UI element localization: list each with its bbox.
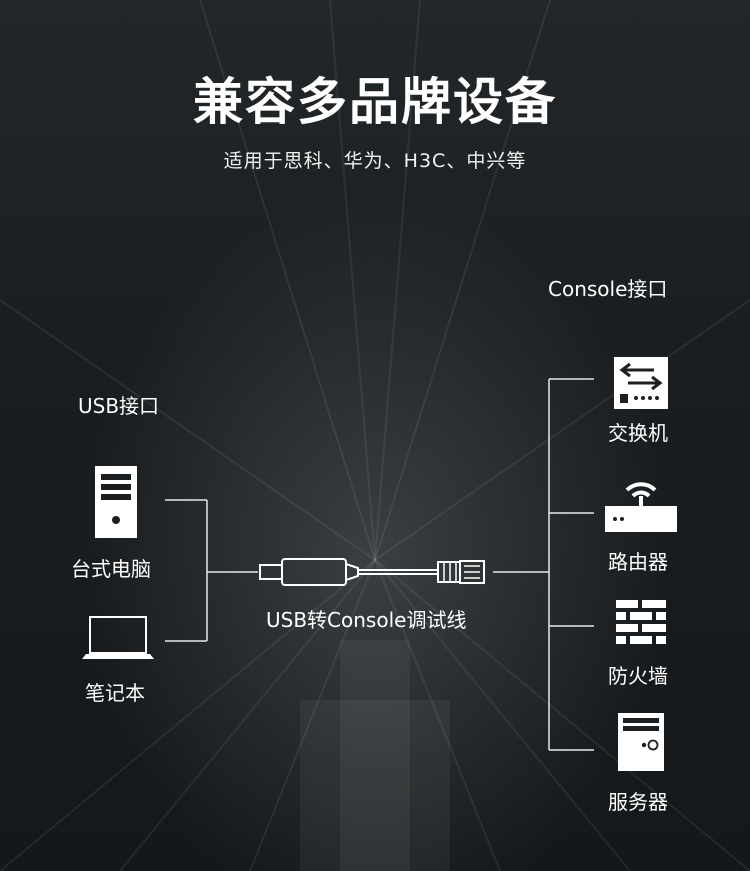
switch-icon <box>614 357 668 409</box>
desktop-tower-icon <box>95 466 137 538</box>
firewall-icon <box>616 600 666 644</box>
firewall-label: 防火墙 <box>608 664 668 688</box>
usb-port-label: USB接口 <box>78 394 160 418</box>
router-icon <box>605 482 677 532</box>
page-subtitle: 适用于思科、华为、H3C、中兴等 <box>223 150 527 172</box>
server-icon <box>618 713 664 771</box>
switch-label: 交换机 <box>608 421 668 445</box>
console-port-label: Console接口 <box>548 277 668 301</box>
laptop-label: 笔记本 <box>85 681 145 705</box>
laptop-icon <box>82 616 154 659</box>
router-label: 路由器 <box>608 550 668 574</box>
page-title: 兼容多品牌设备 <box>193 73 557 131</box>
server-label: 服务器 <box>608 790 668 814</box>
usb-to-rj45-cable-icon <box>259 558 485 586</box>
cable-label: USB转Console调试线 <box>266 608 467 632</box>
desktop-label: 台式电脑 <box>71 557 151 581</box>
